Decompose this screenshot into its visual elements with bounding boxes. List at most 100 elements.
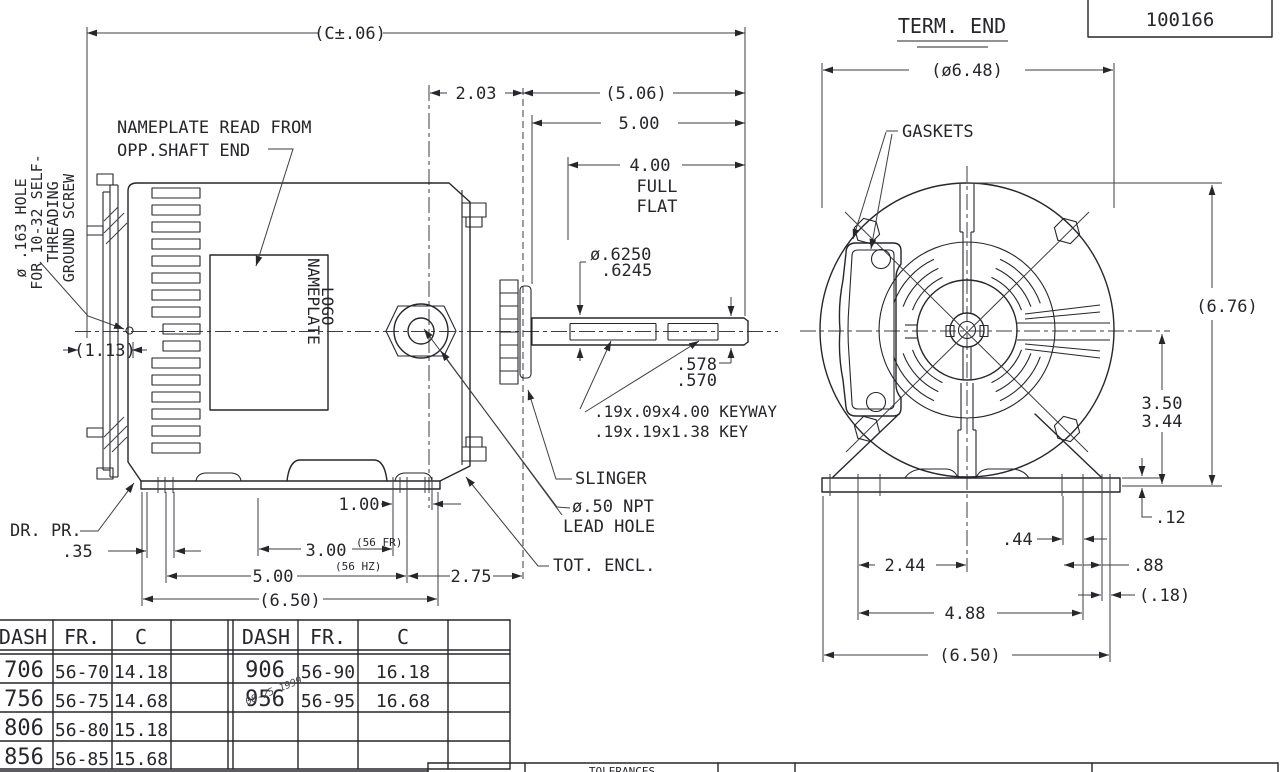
- keyway-note-line1: .19x.09x4.00 KEYWAY: [594, 402, 777, 421]
- ground-note-line1: ø .163 HOLE: [12, 178, 30, 277]
- motor-body: [127, 182, 471, 482]
- cell-dash: 906: [245, 658, 285, 683]
- nameplate-note-line1: NAMEPLATE READ FROM: [117, 118, 311, 138]
- vent-ring-circle: [878, 241, 1056, 419]
- motor-base: [140, 459, 441, 493]
- slinger-text: SLINGER: [575, 469, 647, 489]
- diagonal-axis-2: [845, 211, 1090, 453]
- ground-note-line3: THREADING: [44, 181, 62, 262]
- end-view: TERM. END: [800, 14, 1170, 572]
- gasket-bolt-hole-bottom: [865, 391, 887, 413]
- dim-650-label: (6.50): [259, 591, 320, 611]
- ground-screw-note: ø .163 HOLE FOR 10-32 SELF- THREADING GR…: [12, 154, 125, 330]
- tolerance-strip: TOLERANCES: [0, 762, 1279, 772]
- center-notch-left: [945, 324, 955, 338]
- dim-56hz-label: (56 HZ): [335, 560, 381, 573]
- dim-578-label: .578: [676, 355, 717, 375]
- dim-648-label: (ø6.48): [931, 61, 1003, 81]
- title-box: 100166: [1087, 0, 1273, 38]
- cell-dash: 756: [4, 687, 44, 712]
- dim-35-label: .35: [62, 542, 93, 562]
- cell-dash: 706: [4, 658, 44, 683]
- dim-full-label: FULL: [637, 177, 678, 197]
- dim-56fr-label: (56 FR): [356, 536, 402, 549]
- dim-488-label: 4.88: [945, 604, 986, 624]
- dr-pr-text: DR. PR.: [10, 521, 82, 541]
- cell-dash: 956: [245, 687, 285, 712]
- slinger-disc: [519, 285, 532, 379]
- side-slots: [1024, 304, 1101, 359]
- shaft-center-hole: [957, 320, 977, 340]
- ground-note-line2: FOR 10-32 SELF-: [28, 154, 46, 289]
- npt-text-line1: ø.50 NPT: [572, 497, 654, 517]
- dim-flat-label: FLAT: [637, 197, 678, 217]
- gaskets-label: GASKETS: [852, 122, 974, 250]
- end-view-title: TERM. END: [897, 14, 1008, 48]
- shaft-circle: [949, 312, 985, 348]
- left-header-dash: DASH: [0, 625, 47, 649]
- cell-c: 14.18: [114, 662, 168, 683]
- nameplate-note-line2: OPP.SHAFT END: [117, 141, 250, 161]
- sheet-number: 100166: [1146, 9, 1215, 31]
- dim-400-label: 4.00: [630, 156, 671, 176]
- cell-fr: 56-75: [55, 691, 109, 712]
- end-view-dimensions: (ø6.48) (6.76) 3.50 3.44 .12 .44 .8: [821, 61, 1258, 666]
- cell-c: 16.18: [376, 662, 430, 683]
- cell-fr: 56-85: [55, 749, 109, 770]
- dim-c-label: (C±.06): [314, 24, 386, 44]
- dim-18-label: (.18): [1139, 586, 1190, 606]
- nameplate-note: NAMEPLATE READ FROM OPP.SHAFT END: [117, 118, 311, 267]
- dim-12-label: .12: [1155, 508, 1186, 528]
- ribs: [905, 184, 1110, 478]
- tot-encl-text: TOT. ENCL.: [553, 556, 655, 576]
- dim-dia1-label: ø.6250: [590, 245, 651, 265]
- term-end-title: TERM. END: [898, 14, 1006, 38]
- gasket-bolt-hole-top: [870, 248, 892, 270]
- right-header-fr: FR.: [310, 625, 346, 649]
- shaft: [531, 317, 749, 346]
- tot-encl-label: TOT. ENCL.: [465, 476, 655, 576]
- ground-note-line4: GROUND SCREW: [60, 173, 78, 282]
- left-header-fr: FR.: [64, 625, 100, 649]
- cell-fr: 56-95: [301, 691, 355, 712]
- dim-203-label: 2.03: [456, 84, 497, 104]
- cell-c: 15.68: [114, 749, 168, 770]
- center-notch-right: [979, 324, 989, 338]
- ground-screw-hole: [125, 326, 134, 335]
- table-row: 856 56-85 15.68: [4, 745, 168, 770]
- table-row: 756 56-75 14.68: [4, 687, 168, 712]
- dim-506-label: (5.06): [605, 84, 666, 104]
- side-view-dimensions: (C±.06) 2.03 (5.06) 5.00 4.00 FULL FLAT …: [10, 24, 777, 611]
- left-flange: [86, 173, 134, 480]
- keyway-note-line2: .19x.19x1.38 KEY: [594, 422, 748, 441]
- dim-570-label: .570: [676, 371, 717, 391]
- cell-dash: 806: [4, 716, 44, 741]
- keyway-note: .19x.09x4.00 KEYWAY .19x.19x1.38 KEY: [579, 340, 777, 441]
- dim-650-end-label: (6.50): [939, 646, 1000, 666]
- dim-88-label: .88: [1133, 556, 1164, 576]
- table-row: 956 56-95 16.68: [245, 687, 430, 712]
- dim-244-label: 2.44: [885, 556, 926, 576]
- drive-end: [461, 202, 749, 462]
- dr-pr-label: DR. PR.: [10, 482, 135, 541]
- dim-dia2-label: .6245: [601, 261, 652, 281]
- nameplate: NAMEPLATE LOGO: [209, 254, 337, 411]
- nameplate-word-2: LOGO: [318, 287, 337, 326]
- left-header-c: C: [135, 625, 147, 649]
- dim-275-label: 2.75: [451, 567, 492, 587]
- cell-fr: 56-70: [55, 662, 109, 683]
- dim-113-label: (1.13): [74, 341, 135, 361]
- dim-676-label: (6.76): [1196, 297, 1257, 317]
- vent-arcs: [893, 258, 1041, 402]
- vent-fins: [151, 187, 201, 454]
- gaskets-text: GASKETS: [902, 122, 974, 142]
- gasket-stripes: [500, 292, 518, 372]
- gasket-outline: [838, 242, 902, 417]
- dim-350-label: 3.50: [1142, 394, 1183, 414]
- keyway: [569, 322, 719, 341]
- bearing-boss-circle: [916, 279, 1018, 381]
- cell-c: 14.68: [114, 691, 168, 712]
- tolerances-text: TOLERANCES: [589, 765, 655, 772]
